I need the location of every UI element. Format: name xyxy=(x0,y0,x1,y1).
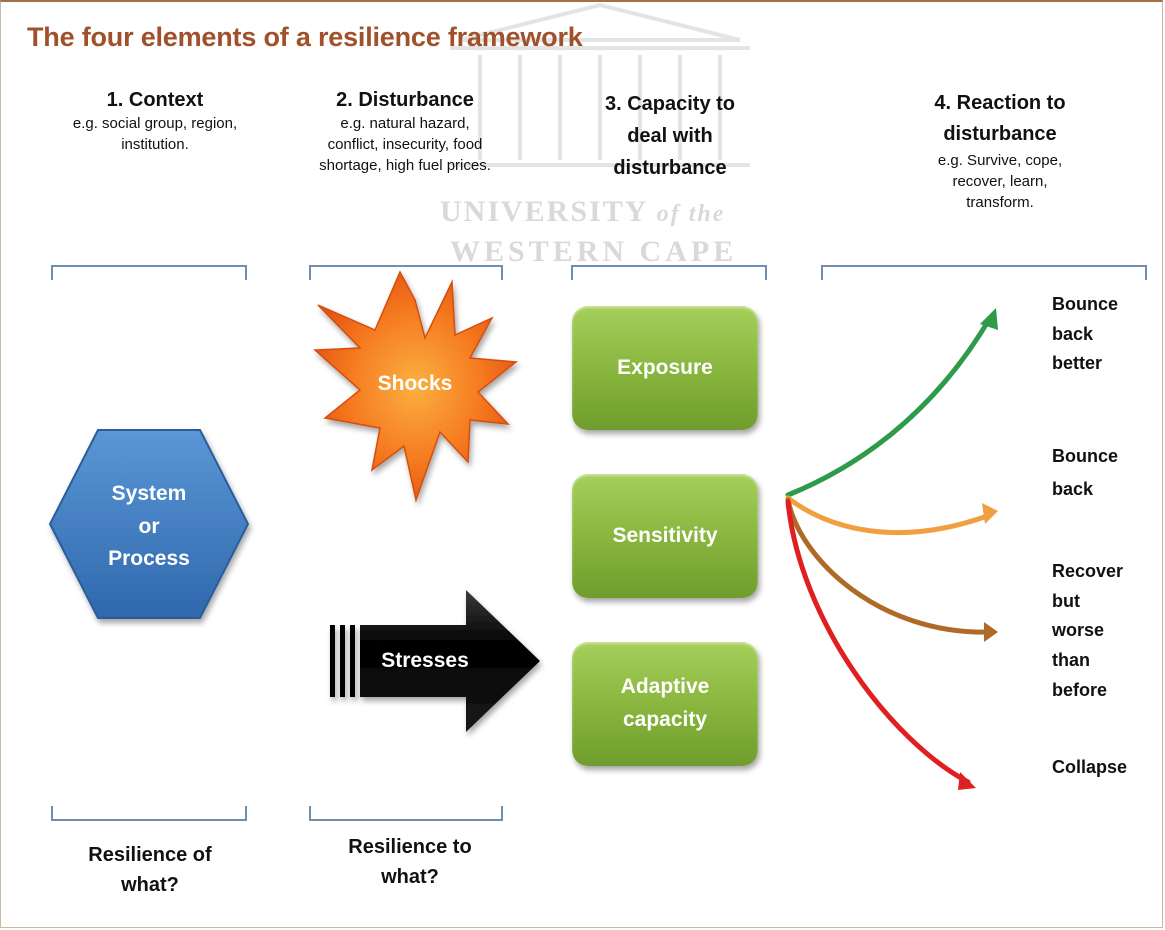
adaptive-capacity-label: Adaptive capacity xyxy=(620,675,710,731)
column-disturbance-heading: 2. Disturbance xyxy=(336,89,474,111)
university-crest-watermark xyxy=(450,2,750,167)
arrowhead-bounce-back xyxy=(982,503,998,524)
arrow-collapse xyxy=(785,499,971,785)
reaction-label-collapse: Collapse xyxy=(1052,757,1128,777)
column-context-sub: e.g. social group, region, institution. xyxy=(72,115,238,153)
arrowhead-collapse xyxy=(958,772,976,790)
reaction-label-recover-worse: Recover but worse than before xyxy=(1052,561,1124,700)
arrow-recover-worse xyxy=(785,497,993,635)
bracket-top-disturbance xyxy=(309,265,503,280)
stresses-label: Stresses xyxy=(381,649,469,672)
bracket-bottom-context xyxy=(51,806,247,821)
arrow-bounce-back xyxy=(785,495,993,535)
column-capacity-heading: 3. Capacity to deal with disturbance xyxy=(604,93,736,179)
resilience-of-what: Resilience of what? xyxy=(88,844,212,896)
system-hexagon xyxy=(48,429,250,619)
column-context: 1. Context e.g. social group, region, in… xyxy=(40,88,270,155)
reaction-label-bounce-back: Bounce back xyxy=(1052,446,1119,500)
column-disturbance: 2. Disturbance e.g. natural hazard, conf… xyxy=(315,88,495,176)
watermark-line2: WESTERN CAPE xyxy=(450,235,738,268)
arrow-bounce-back-better xyxy=(785,315,993,498)
column-reaction: 4. Reaction to disturbance e.g. Survive,… xyxy=(880,88,1120,213)
bracket-bottom-disturbance xyxy=(309,806,503,821)
bracket-top-reaction xyxy=(821,265,1147,280)
exposure-label: Exposure xyxy=(617,355,713,379)
bracket-top-context xyxy=(51,265,247,280)
column-context-heading: 1. Context xyxy=(106,89,204,111)
page-title: The four elements of a resilience framew… xyxy=(27,22,583,52)
resilience-to-what: Resilience to what? xyxy=(348,836,472,888)
system-hexagon-label: System or Process xyxy=(108,482,190,571)
sensitivity-label: Sensitivity xyxy=(612,523,718,547)
reaction-label-bounce-back-better: Bounce back better xyxy=(1052,294,1119,374)
bracket-top-capacity xyxy=(571,265,767,280)
arrowhead-bounce-back-better xyxy=(980,308,998,330)
column-reaction-sub: e.g. Survive, cope, recover, learn, tran… xyxy=(937,152,1063,211)
arrowhead-recover-worse xyxy=(984,622,998,642)
shocks-starburst xyxy=(313,270,518,503)
adaptive-capacity-box: Adaptive capacity xyxy=(572,642,758,766)
shocks-label: Shocks xyxy=(377,372,453,395)
stresses-arrow xyxy=(330,590,540,732)
watermark-line1: UNIVERSITY of the xyxy=(440,195,726,228)
column-reaction-heading: 4. Reaction to disturbance xyxy=(934,92,1066,145)
sensitivity-box: Sensitivity xyxy=(572,474,758,598)
column-disturbance-sub: e.g. natural hazard, conflict, insecurit… xyxy=(319,115,491,174)
column-capacity: 3. Capacity to deal with disturbance xyxy=(580,88,760,184)
exposure-box: Exposure xyxy=(572,306,758,430)
